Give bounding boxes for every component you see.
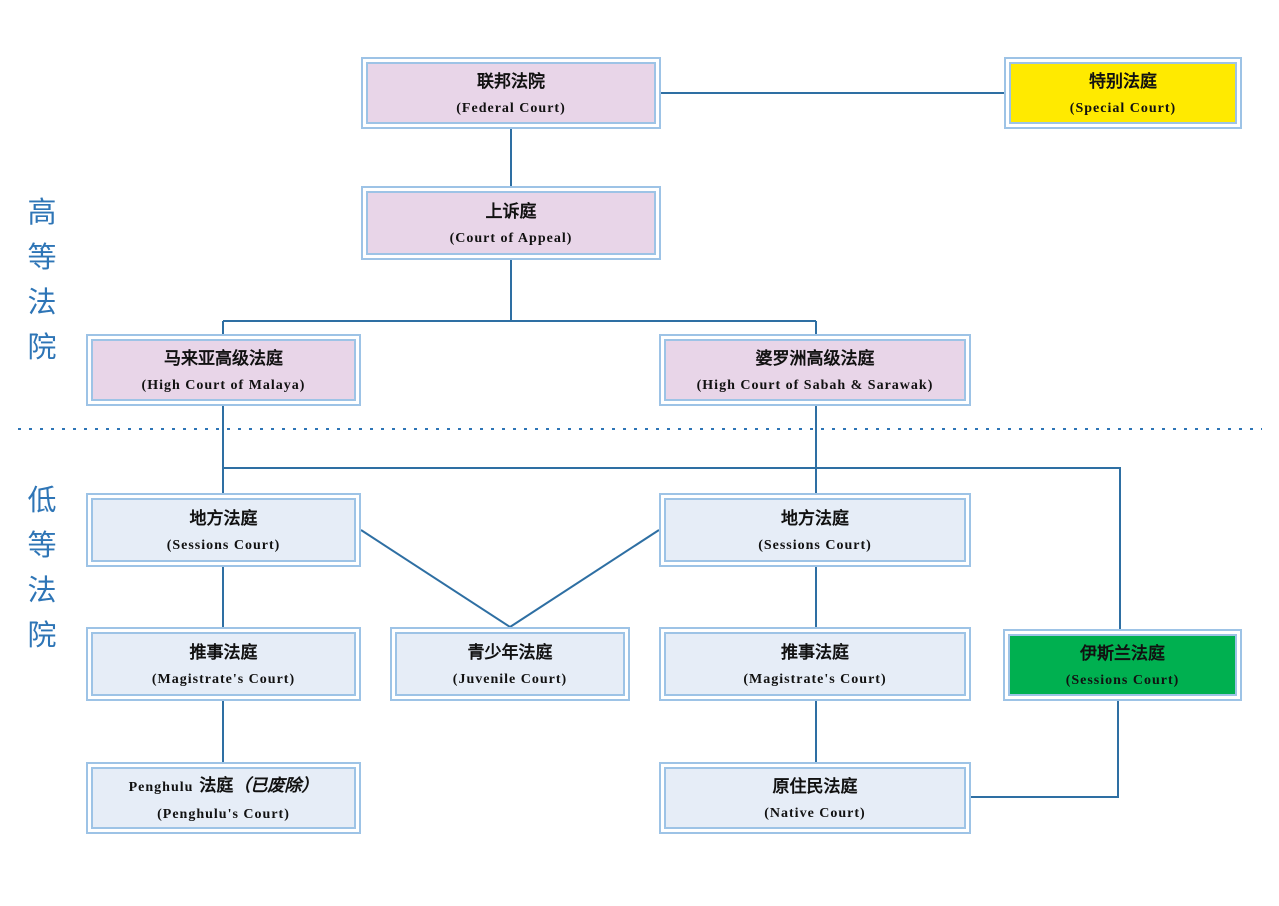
federal-court-box: 联邦法院 (Federal Court) [361, 57, 661, 129]
connector-high-to-islamic [223, 467, 1121, 629]
court-name-en: (Magistrate's Court) [151, 672, 296, 687]
court-name-zh: 马来亚高级法庭 [164, 349, 283, 369]
court-name-en: (High Court of Malaya) [141, 378, 306, 393]
label-char: 等 [27, 528, 57, 562]
connector-islamic-to-native [971, 701, 1119, 798]
connector-sessions-right-to-juvenile [509, 529, 660, 628]
juvenile-court-box: 青少年法庭 (Juvenile Court) [390, 627, 630, 701]
magistrates-court-right-box: 推事法庭 (Magistrate's Court) [659, 627, 971, 701]
court-name-en: (Sessions Court) [1065, 673, 1180, 688]
court-name-zh-main: 法庭 [199, 776, 234, 796]
superior-courts-label: 高 等 法 院 [22, 190, 62, 370]
court-name-en: (Magistrate's Court) [743, 672, 887, 687]
court-name-zh: 地方法庭 [781, 509, 849, 529]
court-name-zh: 婆罗洲高级法庭 [755, 349, 875, 369]
high-court-sabah-sarawak-box: 婆罗洲高级法庭 (High Court of Sabah & Sarawak) [659, 334, 971, 406]
court-name-en: (High Court of Sabah & Sarawak) [696, 378, 934, 393]
court-name-en: (Native Court) [764, 806, 866, 821]
court-name-en: (Sessions Court) [166, 538, 281, 553]
court-name-prefix: Penghulu [128, 780, 194, 795]
label-char: 院 [27, 330, 57, 364]
native-court-box: 原住民法庭 (Native Court) [659, 762, 971, 834]
subordinate-courts-label: 低 等 法 院 [22, 478, 62, 658]
islamic-court-box: 伊斯兰法庭 (Sessions Court) [1003, 629, 1242, 701]
court-name-zh: 推事法庭 [781, 643, 849, 663]
penghulu-court-box: Penghulu 法庭（已废除） (Penghulu's Court) [86, 762, 361, 834]
label-char: 等 [27, 240, 57, 274]
label-char: 低 [27, 483, 57, 517]
court-name-zh: 地方法庭 [189, 509, 258, 529]
court-name-zh: 特别法庭 [1089, 72, 1157, 92]
court-name-zh: 原住民法庭 [772, 777, 858, 797]
special-court-box: 特别法庭 (Special Court) [1004, 57, 1242, 129]
sessions-court-right-box: 地方法庭 (Sessions Court) [659, 493, 971, 567]
court-of-appeal-box: 上诉庭 (Court of Appeal) [361, 186, 661, 260]
high-court-malaya-box: 马来亚高级法庭 (High Court of Malaya) [86, 334, 361, 406]
court-name-zh: 伊斯兰法庭 [1080, 644, 1165, 664]
court-name-en: (Federal Court) [456, 101, 566, 116]
connector-appeal-to-high-courts [222, 260, 817, 334]
court-name-zh: 青少年法庭 [467, 643, 553, 663]
court-name-zh: 联邦法院 [477, 72, 545, 92]
court-name-zh: 推事法庭 [189, 643, 258, 663]
label-char: 法 [27, 285, 57, 319]
court-name-en: (Special Court) [1069, 101, 1177, 116]
magistrates-court-left-box: 推事法庭 (Magistrate's Court) [86, 627, 361, 701]
court-name-en: (Penghulu's Court) [157, 807, 290, 822]
label-char: 法 [27, 573, 57, 607]
court-name-zh: Penghulu 法庭（已废除） [129, 775, 319, 799]
label-char: 院 [27, 618, 57, 652]
court-name-en: (Sessions Court) [758, 538, 872, 553]
label-char: 高 [27, 195, 57, 229]
court-name-zh: 上诉庭 [485, 202, 537, 222]
sessions-court-left-box: 地方法庭 (Sessions Court) [86, 493, 361, 567]
court-name-en: (Juvenile Court) [452, 672, 568, 687]
abolished-note: （已废除） [233, 776, 319, 796]
connector-sessions-left-to-juvenile [360, 529, 511, 628]
court-name-en: (Court of Appeal) [449, 231, 573, 246]
